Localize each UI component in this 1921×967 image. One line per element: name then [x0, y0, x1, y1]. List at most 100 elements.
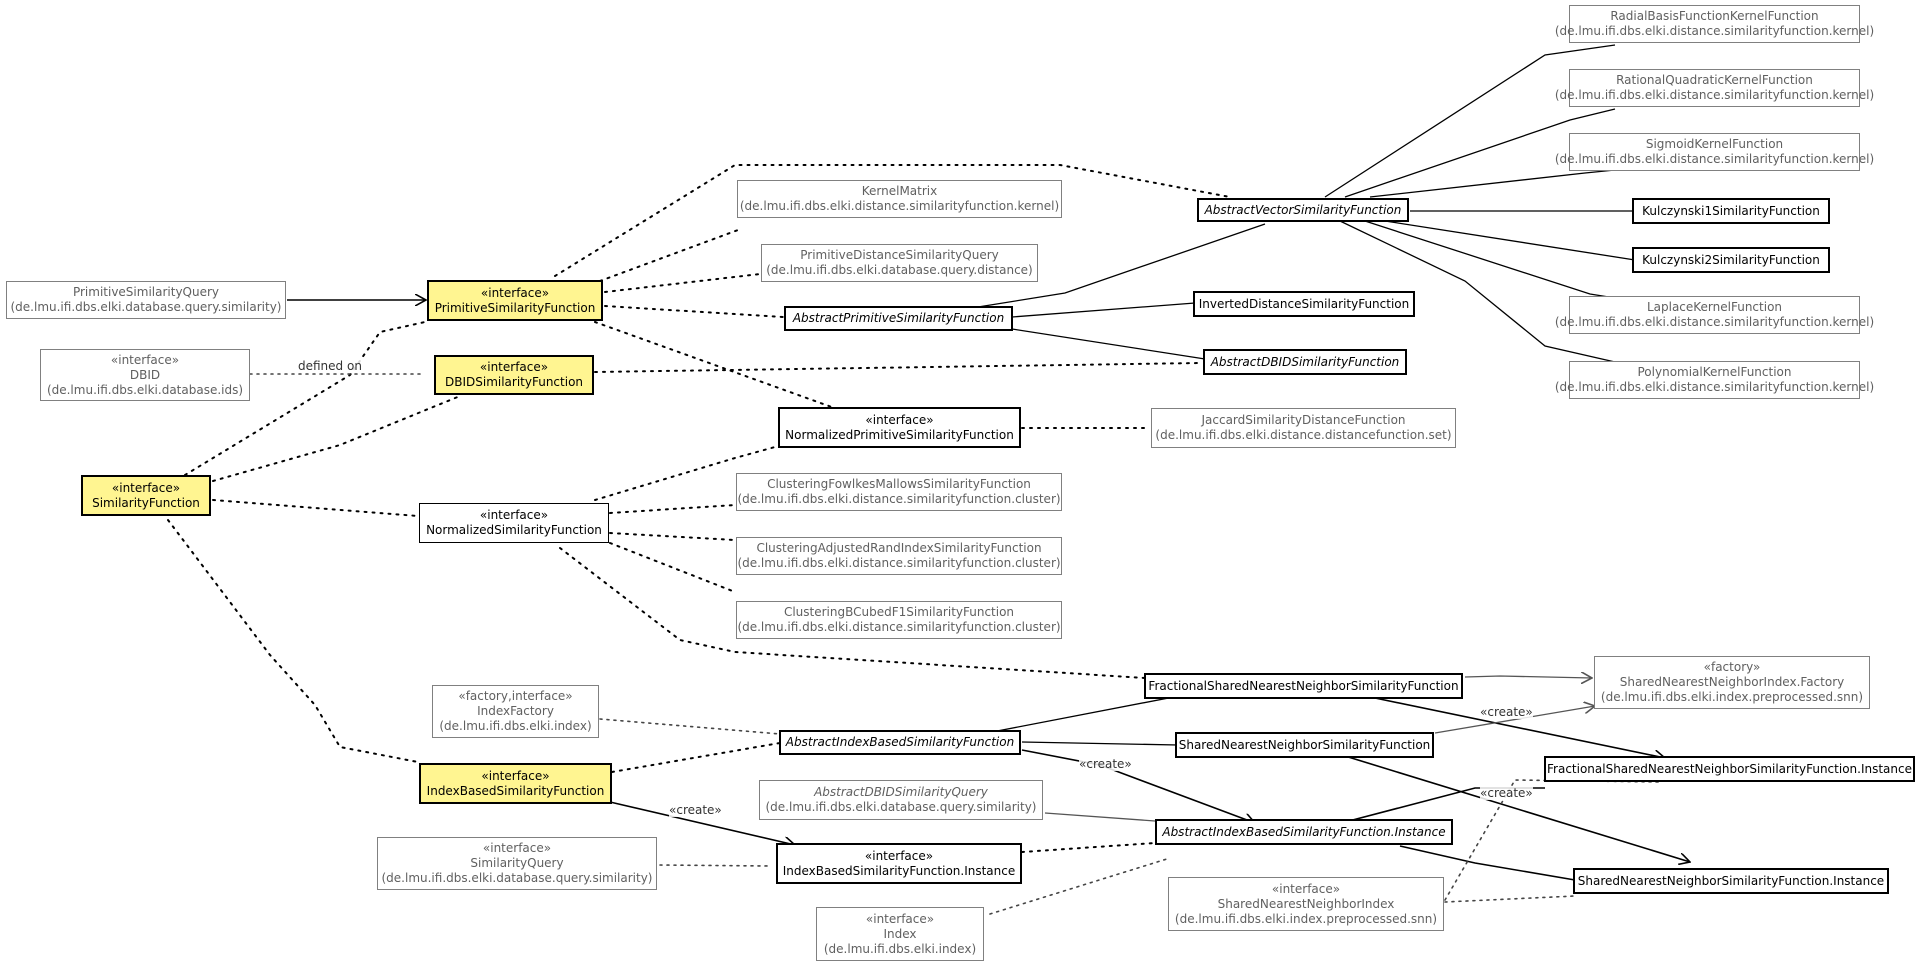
stereotype: «interface» — [864, 848, 934, 863]
snn-index-interface[interactable]: «interface» SharedNearestNeighborIndex (… — [1168, 877, 1444, 931]
edge — [609, 542, 736, 593]
create-label: «create» — [1079, 757, 1132, 771]
abstract-dbid-similarity-class[interactable]: AbstractDBIDSimilarityFunction — [1203, 349, 1407, 375]
edge — [1044, 812, 1156, 822]
dbid-similarity-function-interface[interactable]: «interface» DBIDSimilarityFunction — [434, 355, 594, 395]
index-factory-interface[interactable]: «factory,interface» IndexFactory (de.lmu… — [432, 685, 599, 738]
clustering-fowlkes-mallows-class[interactable]: ClusteringFowlkesMallowsSimilarityFuncti… — [736, 473, 1062, 511]
class-name: ClusteringAdjustedRandIndexSimilarityFun… — [756, 541, 1042, 555]
index-based-instance-interface[interactable]: «interface» IndexBasedSimilarityFunction… — [776, 843, 1022, 884]
jaccard-similarity-distance-class[interactable]: JaccardSimilarityDistanceFunction (de.lm… — [1151, 408, 1456, 448]
index-based-similarity-interface[interactable]: «interface» IndexBasedSimilarityFunction — [419, 763, 612, 804]
edge — [1384, 220, 1636, 261]
edge — [1464, 676, 1592, 678]
laplace-kernel-class[interactable]: LaplaceKernelFunction (de.lmu.ifi.dbs.el… — [1555, 296, 1874, 334]
kernel-matrix-class[interactable]: KernelMatrix (de.lmu.ifi.dbs.elki.distan… — [737, 180, 1062, 218]
edge — [594, 446, 776, 501]
similarity-function-interface[interactable]: «interface» SimilarityFunction — [81, 475, 211, 516]
similarity-query-interface[interactable]: «interface» SimilarityQuery (de.lmu.ifi.… — [377, 837, 657, 890]
class-name: PolynomialKernelFunction — [1637, 365, 1792, 379]
polynomial-kernel-class[interactable]: PolynomialKernelFunction (de.lmu.ifi.dbs… — [1555, 361, 1874, 399]
class-package: (de.lmu.ifi.dbs.elki.distance.similarity… — [737, 556, 1061, 570]
class-package: (de.lmu.ifi.dbs.elki.distance.distancefu… — [1155, 428, 1452, 442]
class-package: (de.lmu.ifi.dbs.elki.distance.similarity… — [737, 620, 1061, 634]
class-package: (de.lmu.ifi.dbs.elki.database.query.dist… — [766, 263, 1033, 277]
class-name: AbstractDBIDSimilarityFunction — [1210, 354, 1400, 369]
clustering-adjusted-rand-class[interactable]: ClusteringAdjustedRandIndexSimilarityFun… — [736, 537, 1062, 575]
class-name: NormalizedSimilarityFunction — [426, 523, 602, 537]
class-name: PrimitiveSimilarityFunction — [434, 300, 596, 315]
edge — [1444, 895, 1576, 903]
snn-index-factory-class[interactable]: «factory» SharedNearestNeighborIndex.Fac… — [1594, 656, 1870, 709]
stereotype: «interface» — [479, 360, 549, 374]
class-name: ClusteringBCubedF1SimilarityFunction — [783, 605, 1015, 619]
edge — [1399, 845, 1576, 881]
class-name: InvertedDistanceSimilarityFunction — [1198, 296, 1410, 311]
primitive-distance-similarity-query-class[interactable]: PrimitiveDistanceSimilarityQuery (de.lmu… — [761, 244, 1038, 282]
stereotype: «interface» — [1271, 881, 1341, 896]
rational-quadratic-kernel-class[interactable]: RationalQuadraticKernelFunction (de.lmu.… — [1555, 69, 1874, 107]
class-name: AbstractIndexBasedSimilarityFunction.Ins… — [1162, 824, 1446, 839]
index-interface[interactable]: «interface» Index (de.lmu.ifi.dbs.elki.i… — [816, 907, 984, 961]
class-package: (de.lmu.ifi.dbs.elki.distance.similarity… — [1554, 152, 1875, 166]
fractional-snn-similarity-class[interactable]: FractionalSharedNearestNeighborSimilarit… — [1144, 673, 1463, 699]
edge — [594, 321, 841, 411]
class-name: SigmoidKernelFunction — [1645, 137, 1784, 151]
edge — [611, 742, 781, 773]
stereotype: «interface» — [481, 768, 550, 783]
edge — [167, 519, 419, 763]
edge — [1011, 302, 1196, 318]
clustering-bcubed-f1-class[interactable]: ClusteringBCubedF1SimilarityFunction (de… — [736, 601, 1062, 639]
normalized-primitive-similarity-interface[interactable]: «interface» NormalizedPrimitiveSimilarit… — [778, 407, 1021, 448]
fractional-snn-instance-class[interactable]: FractionalSharedNearestNeighborSimilarit… — [1544, 756, 1915, 782]
class-name: DBIDSimilarityFunction — [444, 375, 584, 389]
edge — [184, 321, 426, 476]
sigmoid-kernel-class[interactable]: SigmoidKernelFunction (de.lmu.ifi.dbs.el… — [1555, 133, 1874, 171]
class-name: NormalizedPrimitiveSimilarityFunction — [785, 427, 1014, 442]
abstract-index-based-similarity-class[interactable]: AbstractIndexBasedSimilarityFunction — [779, 730, 1021, 755]
class-package: (de.lmu.ifi.dbs.elki.index.preprocessed.… — [1600, 690, 1864, 704]
radial-basis-kernel-class[interactable]: RadialBasisFunctionKernelFunction (de.lm… — [1555, 5, 1874, 43]
class-name: JaccardSimilarityDistanceFunction — [1201, 413, 1406, 427]
class-name: Kulczynski1SimilarityFunction — [1642, 203, 1820, 218]
class-package: (de.lmu.ifi.dbs.elki.database.query.simi… — [10, 300, 282, 314]
stereotype: «interface» — [865, 412, 934, 427]
class-name: DBID — [129, 367, 161, 382]
abstract-vector-similarity-class[interactable]: AbstractVectorSimilarityFunction — [1197, 198, 1409, 222]
edge — [609, 504, 736, 514]
edge — [609, 801, 795, 845]
stereotype: «interface» — [865, 911, 935, 926]
edge — [609, 532, 736, 541]
stereotype: «interface» — [482, 841, 552, 855]
edge — [1021, 741, 1179, 746]
class-name: Index — [883, 926, 917, 941]
abstract-index-based-instance-class[interactable]: AbstractIndexBasedSimilarityFunction.Ins… — [1155, 819, 1453, 845]
class-package: (de.lmu.ifi.dbs.elki.distance.similarity… — [1554, 315, 1875, 329]
snn-similarity-class[interactable]: SharedNearestNeighborSimilarityFunction — [1175, 732, 1434, 758]
class-name: AbstractPrimitiveSimilarityFunction — [792, 311, 1005, 325]
stereotype: «interface» — [111, 480, 181, 495]
primitive-similarity-function-interface[interactable]: «interface» PrimitiveSimilarityFunction — [427, 280, 603, 321]
snn-instance-class[interactable]: SharedNearestNeighborSimilarityFunction.… — [1573, 868, 1889, 894]
normalized-similarity-interface[interactable]: «interface» NormalizedSimilarityFunction — [419, 503, 609, 543]
abstract-dbid-similarity-query-class[interactable]: AbstractDBIDSimilarityQuery (de.lmu.ifi.… — [759, 780, 1043, 820]
kulczynski1-class[interactable]: Kulczynski1SimilarityFunction — [1632, 198, 1830, 224]
inverted-distance-similarity-class[interactable]: InvertedDistanceSimilarityFunction — [1193, 291, 1415, 317]
dbid-interface[interactable]: «interface» DBID (de.lmu.ifi.dbs.elki.da… — [40, 349, 250, 401]
edge — [1364, 220, 1616, 299]
edge — [1339, 220, 1616, 363]
primitive-similarity-query-class[interactable]: PrimitiveSimilarityQuery (de.lmu.ifi.dbs… — [6, 281, 286, 319]
abstract-primitive-similarity-class[interactable]: AbstractPrimitiveSimilarityFunction — [784, 306, 1013, 331]
class-name: AbstractDBIDSimilarityQuery — [814, 785, 988, 799]
class-name: SharedNearestNeighborIndex.Factory — [1619, 675, 1845, 689]
kulczynski2-class[interactable]: Kulczynski2SimilarityFunction — [1632, 247, 1830, 273]
class-name: RadialBasisFunctionKernelFunction — [1610, 9, 1819, 23]
edge — [554, 164, 1231, 277]
class-name: LaplaceKernelFunction — [1646, 300, 1783, 314]
class-name: IndexBasedSimilarityFunction.Instance — [782, 863, 1016, 878]
class-package: (de.lmu.ifi.dbs.elki.distance.similarity… — [1554, 88, 1875, 102]
edge — [1344, 755, 1690, 862]
create-label: «create» — [1480, 786, 1533, 800]
stereotype: «interface» — [479, 508, 549, 522]
stereotype: «interface» — [480, 285, 550, 300]
